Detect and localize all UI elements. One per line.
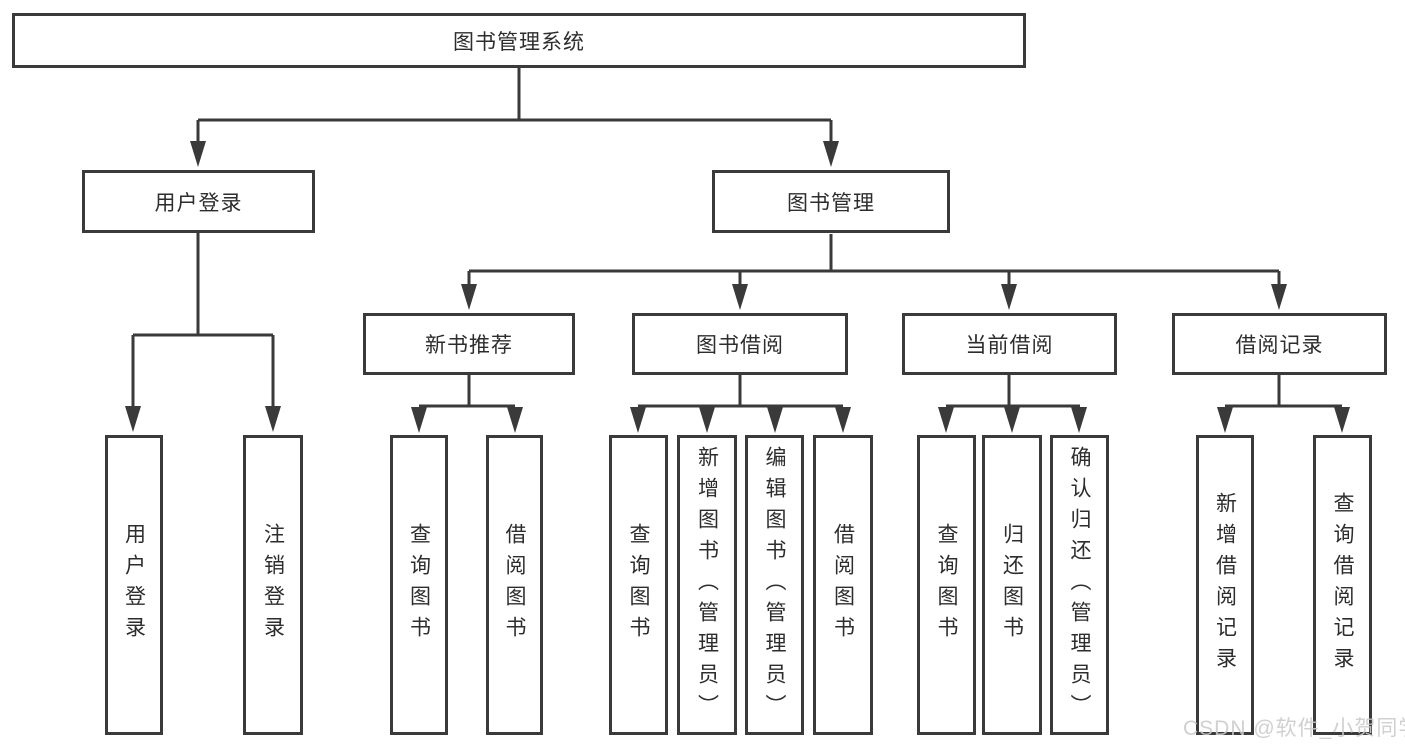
leaf-label: 查询图书 xyxy=(935,523,958,647)
node-label: 当前借阅 xyxy=(965,334,1054,357)
leaf-label: 用户登录 xyxy=(122,523,146,647)
node-label: 用户登录 xyxy=(154,191,243,215)
leaf-edit-books-admin: 编辑图书（管理员） xyxy=(745,435,804,735)
csdn-watermark: CSDN @软件_小贺同学 xyxy=(1183,717,1405,740)
node-new-book-recommend: 新书推荐 xyxy=(363,313,575,375)
leaf-query-books-borrow: 查询图书 xyxy=(609,435,668,735)
node-label: 借阅记录 xyxy=(1235,334,1324,357)
node-book-borrow: 图书借阅 xyxy=(632,313,848,375)
leaf-label: 查询图书 xyxy=(407,523,431,647)
leaf-label: 新增图书（管理员） xyxy=(695,445,719,725)
leaf-borrow-books-recommend: 借阅图书 xyxy=(486,435,543,735)
node-current-borrow: 当前借阅 xyxy=(902,313,1117,375)
leaf-label: 借阅图书 xyxy=(503,523,526,647)
node-label: 新书推荐 xyxy=(425,334,513,357)
leaf-logout: 注销登录 xyxy=(243,435,303,735)
node-book-management: 图书管理 xyxy=(712,170,950,233)
leaf-borrow-books: 借阅图书 xyxy=(813,435,873,735)
node-user-login: 用户登录 xyxy=(82,170,315,233)
arrowheads xyxy=(125,141,1350,433)
leaf-user-login: 用户登录 xyxy=(105,435,163,735)
leaf-label: 查询图书 xyxy=(627,523,650,647)
leaf-label: 借阅图书 xyxy=(831,523,855,647)
leaf-query-books-current: 查询图书 xyxy=(917,435,976,735)
node-borrow-record: 借阅记录 xyxy=(1172,313,1387,375)
leaf-query-borrow-record: 查询借阅记录 xyxy=(1313,435,1372,735)
leaf-return-books: 归还图书 xyxy=(982,435,1042,735)
leaf-label: 新增借阅记录 xyxy=(1213,492,1237,678)
node-root-system: 图书管理系统 xyxy=(12,13,1026,68)
node-label: 图书管理系统 xyxy=(453,30,585,54)
leaf-add-books-admin: 新增图书（管理员） xyxy=(677,435,737,735)
leaf-confirm-return-admin: 确认归还（管理员） xyxy=(1050,435,1109,735)
leaf-add-borrow-record: 新增借阅记录 xyxy=(1196,435,1254,735)
leaf-label: 编辑图书（管理员） xyxy=(763,445,786,725)
leaf-label: 确认归还（管理员） xyxy=(1068,445,1091,725)
leaf-label: 注销登录 xyxy=(261,523,285,647)
leaf-label: 查询借阅记录 xyxy=(1331,492,1354,678)
leaf-label: 归还图书 xyxy=(1000,523,1024,647)
leaf-query-books-recommend: 查询图书 xyxy=(390,435,448,735)
node-label: 图书借阅 xyxy=(696,334,784,357)
node-label: 图书管理 xyxy=(787,191,875,215)
